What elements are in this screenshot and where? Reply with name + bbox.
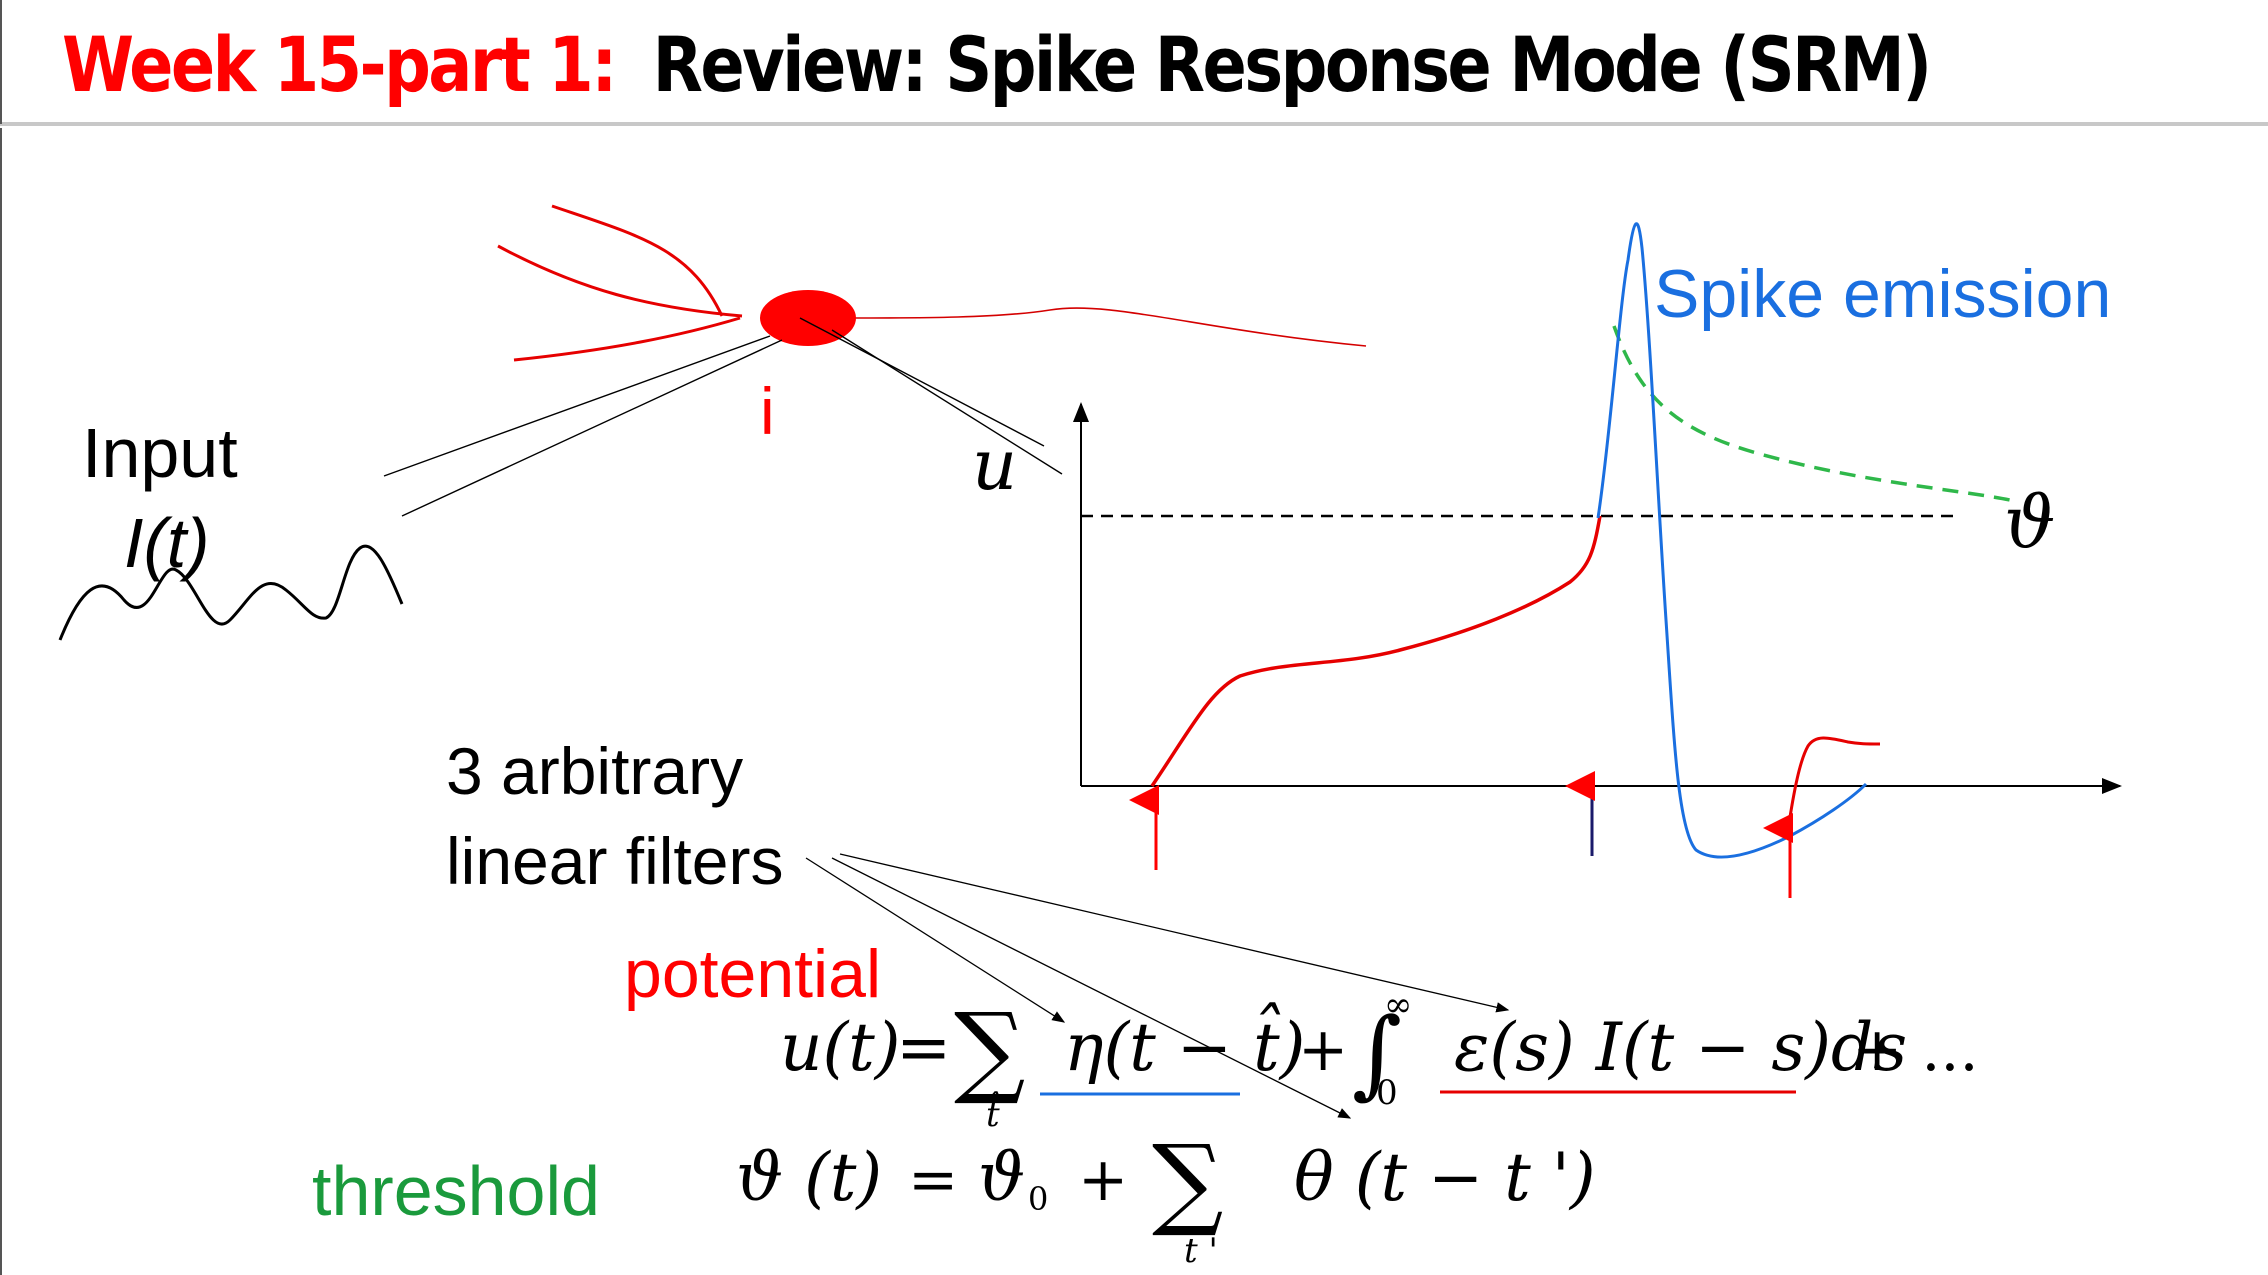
u-pointer-lines (799, 317, 1063, 475)
eq-theta-equals: = (908, 1145, 958, 1215)
u-label: u (972, 424, 1018, 506)
filters-label: 3 arbitrary linear filters (446, 734, 784, 898)
potential-equation: u(t) = ∑ t̂ η(t − t̂) + ∫ ∞ 0 ε(s) I(t −… (780, 985, 1979, 1135)
frame-edge (0, 0, 2, 124)
threshold-equation: ϑ (t) = ϑ 0 + ∑ t ' θ (t − t ') (736, 1123, 1596, 1271)
neuron-label: i (760, 374, 775, 448)
neuron-soma (760, 290, 856, 346)
input-time-arrows (1129, 771, 1793, 898)
input-label: Input (82, 414, 238, 492)
eq-u-integral: ∫ (1352, 997, 1402, 1109)
input-function-label: I(t) (124, 504, 210, 582)
dynamic-threshold-curve (1612, 325, 2011, 502)
eq-theta0: ϑ (978, 1139, 1025, 1216)
eq-u-plus: + (1298, 1015, 1348, 1085)
eq-theta-lhs: ϑ (t) (736, 1139, 882, 1216)
eq-u-eta-term: η(t − t̂) (1064, 1004, 1305, 1086)
input-signal-wave (58, 544, 404, 641)
membrane-potential-curve (1150, 515, 1602, 787)
eq-theta-sum-index: t ' (1184, 1231, 1218, 1271)
eq-theta0-sub: 0 (1028, 1180, 1048, 1218)
eq-theta-term: θ (t − t ') (1294, 1139, 1596, 1216)
slide-title: Week 15-part 1: Review: Spike Response Mo… (62, 10, 1933, 120)
filter-pointer-lines (805, 853, 1510, 1119)
title-divider (0, 122, 2268, 126)
eq-u-tail: + ... (1852, 1015, 1979, 1085)
spike-curve (1596, 222, 1868, 859)
plot-axes (1073, 402, 2122, 794)
spike-emission-label: Spike emission (1654, 256, 2112, 332)
eq-u-sum-index: t̂ (986, 1092, 1001, 1135)
threshold-symbol: ϑ (2004, 480, 2056, 564)
neuron-axon (849, 307, 1367, 347)
threshold-label: threshold (312, 1152, 600, 1230)
input-connection-lines (383, 335, 783, 517)
reset-potential-curve (1786, 736, 1881, 831)
title-main: Review: Spike Response Mode (SRM) (652, 20, 1933, 109)
title-prefix: Week 15-part 1: (62, 20, 617, 109)
eq-u-int-upper: ∞ (1384, 985, 1412, 1025)
eq-theta-plus: + (1078, 1145, 1128, 1215)
eq-u-eps-term: ε(s) I(t − s)ds (1454, 1009, 1907, 1086)
eq-u-int-lower: 0 (1376, 1073, 1398, 1113)
eq-u-lhs: u(t) (780, 1009, 901, 1086)
potential-label: potential (624, 936, 882, 1012)
neuron-dendrites (497, 204, 743, 362)
eq-theta-sum: ∑ (1152, 1123, 1223, 1240)
eq-u-equals: = (896, 1009, 951, 1086)
eq-u-sum: ∑ (954, 991, 1025, 1108)
frame-edge (0, 128, 2, 1275)
